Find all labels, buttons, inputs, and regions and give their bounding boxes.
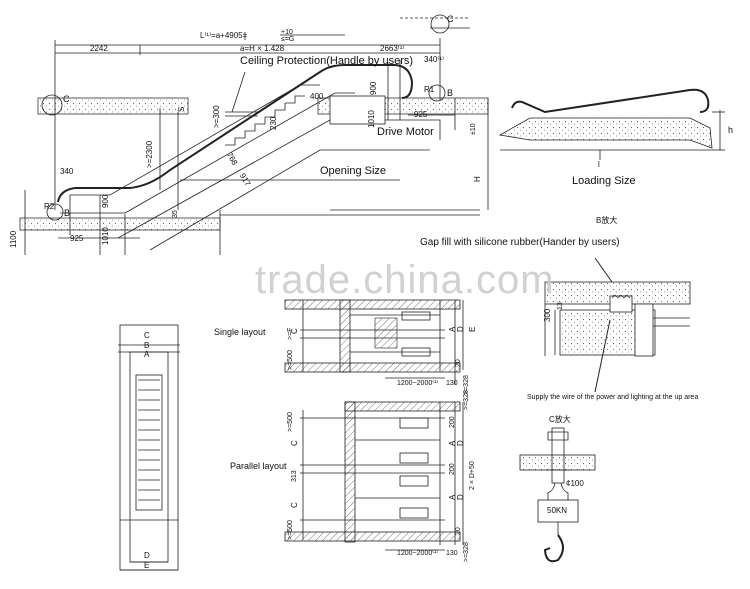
dim-925-left: 925 [70,234,84,243]
label-r2: R2 [44,202,55,211]
parallel-20: 20 [455,527,462,535]
dim-1010-bottom: 1010 [101,227,110,245]
detail-b-marker-left [46,203,64,221]
dim-2663: 2663⁽¹⁾ [380,44,405,53]
detail-b-title: B放大 [596,216,618,225]
loading-h: h [728,125,734,135]
loading-size-view [498,88,725,160]
loading-size-label: Loading Size [572,175,636,187]
parallel-layout-title: Parallel layout [230,461,287,471]
detail-c-marker-left [41,94,63,116]
dim-1100: 1100 [9,230,18,248]
single-500: >=500 [287,350,294,370]
parallel-width: 1200~2000⁽¹⁾ [397,550,439,557]
parallel-200-2: 200 [449,463,456,475]
plan-label-e: E [144,561,150,570]
parallel-2d50: 2 × D+50 [469,461,476,490]
elevation-view [19,14,489,255]
load-50kn: 50KN [547,506,568,515]
single-d: D [456,326,465,332]
parallel-d2: D [456,494,465,500]
parallel-d1: D [456,440,465,446]
single-width: 1200~2000⁽¹⁾ [397,380,439,387]
parallel-500-bottom: >=500 [287,520,294,540]
parallel-328-bottom: >=328 [463,542,470,562]
single-e: E [468,326,477,332]
dim-2300: >=2300 [145,140,154,168]
dim-10: ±10 [470,123,477,135]
detail-b-dim-13: 13 [557,302,564,310]
dim-s: S [177,106,186,112]
dim-230: 230 [269,116,278,130]
dim-340-top: 340⁽¹⁾ [424,55,444,64]
dim-340-left: 340 [60,167,74,176]
detail-c-diameter: ¢100 [566,479,584,488]
single-layout-title: Single layout [214,327,266,337]
condition-label: ≤=G [281,36,295,43]
plan-label-d: D [144,551,150,560]
detail-b-view [544,257,691,393]
plan-view [118,324,180,571]
dim-35: 35 [172,210,179,218]
parallel-c1: C [290,440,299,446]
detail-b-marker-top [428,84,446,102]
wire-supply-note: Supply the wire of the power and lightin… [527,394,699,401]
label-c-top: C [447,14,454,24]
parallel-c2: C [290,502,299,508]
single-layout-view [284,299,464,385]
dim-925-right: 925 [414,110,428,119]
parallel-layout-view [284,401,464,551]
detail-c-title: C放大 [549,415,571,424]
watermark: trade.china.com [255,258,555,302]
single-130: 130 [446,380,458,387]
parallel-200-1: 200 [449,416,456,428]
single-20: 20 [455,359,462,367]
formula-l: L⁽¹⁾=a+4905= [200,31,248,40]
drive-motor-label: Drive Motor [377,126,434,138]
detail-c-marker-top [430,14,450,34]
parallel-313: 313 [291,470,298,482]
dim-2242: 2242 [90,44,108,53]
label-c-left: C [63,94,70,104]
detail-b-dim-300: 300 [543,308,552,322]
detail-c-view [519,427,596,563]
lower-floor-slab [19,217,221,231]
dim-300: >=300 [212,105,221,128]
loading-l: l [598,160,600,169]
parallel-500-top: >=500 [287,412,294,432]
plan-label-a: A [144,350,150,359]
label-b-top: B [447,88,454,98]
single-c: C [290,328,299,334]
parallel-130: 130 [446,550,458,557]
plan-label-c: C [144,331,150,340]
upper-floor-slab-left [37,97,189,115]
plan-label-b: B [144,341,150,350]
label-b-left: B [64,208,71,218]
formula-a: a=H × 1.428 [240,44,285,53]
opening-size-label: Opening Size [320,165,387,177]
dim-1010-top: 1010 [367,110,376,128]
parallel-328-top: >=328 [463,390,470,410]
label-r1: R1 [424,85,435,94]
gap-fill-caption: Gap fill with silicone rubber(Hander by … [420,237,620,248]
dim-h: H [473,176,482,182]
ceiling-protection-label: Ceiling Protection(Handle by users) [240,55,414,67]
dim-900-top: 900 [369,81,378,95]
handrail [57,64,414,203]
dim-900-bottom: 900 [101,194,110,208]
dim-400: 400 [310,92,324,101]
tolerance-label: +10 [281,29,293,36]
